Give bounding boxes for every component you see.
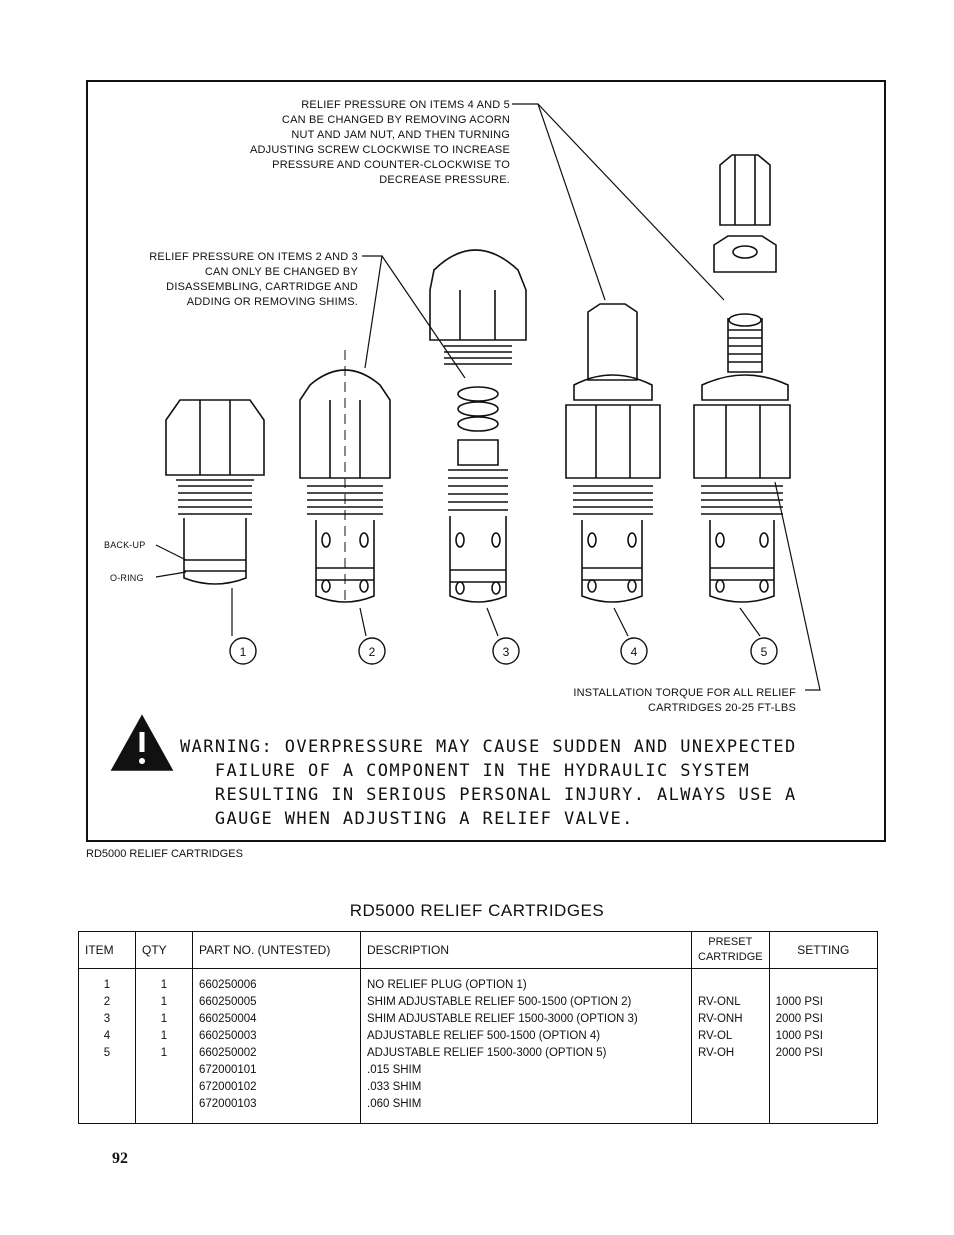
cell-item (78, 1062, 136, 1079)
cell-item (78, 1096, 136, 1124)
cell-setting (768, 968, 879, 994)
cell-setting: 1000 PSI (768, 994, 879, 1011)
cell-description: .060 SHIM (360, 1096, 692, 1124)
cell-description: ADJUSTABLE RELIEF 500-1500 (OPTION 4) (360, 1028, 692, 1045)
cell-qty (135, 1062, 193, 1079)
cell-qty: 1 (135, 994, 193, 1011)
cell-setting: 2000 PSI (768, 1045, 879, 1062)
cell-preset (691, 968, 770, 994)
cell-qty: 1 (135, 1011, 193, 1028)
cell-preset: RV-OH (691, 1045, 770, 1062)
cell-description: NO RELIEF PLUG (OPTION 1) (360, 968, 692, 994)
cell-part-no: 672000103 (192, 1096, 361, 1124)
cell-part-no: 660250002 (192, 1045, 361, 1062)
header-setting: SETTING (768, 931, 879, 969)
cell-item: 5 (78, 1045, 136, 1062)
cell-description: SHIM ADJUSTABLE RELIEF 1500-3000 (OPTION… (360, 1011, 692, 1028)
cell-part-no: 660250006 (192, 968, 361, 994)
item-number-3: 3 (503, 645, 510, 659)
cell-qty (135, 1079, 193, 1096)
cell-preset: RV-ONL (691, 994, 770, 1011)
note-items-4-5: RELIEF PRESSURE ON ITEMS 4 AND 5 CAN BE … (249, 99, 510, 186)
cell-description: ADJUSTABLE RELIEF 1500-3000 (OPTION 5) (360, 1045, 692, 1062)
header-item: ITEM (78, 931, 136, 969)
cell-item: 4 (78, 1028, 136, 1045)
note-items-2-3: RELIEF PRESSURE ON ITEMS 2 AND 3 CAN ONL… (149, 251, 358, 308)
cell-description: SHIM ADJUSTABLE RELIEF 500-1500 (OPTION … (360, 994, 692, 1011)
cell-part-no: 660250003 (192, 1028, 361, 1045)
table-row: 672000101.015 SHIM (78, 1062, 879, 1079)
cell-item: 2 (78, 994, 136, 1011)
figure-caption: RD5000 RELIEF CARTRIDGES (86, 848, 243, 860)
table-title: RD5000 RELIEF CARTRIDGES (349, 901, 605, 920)
cell-preset (691, 1079, 770, 1096)
warning-text: WARNING: OVERPRESSURE MAY CAUSE SUDDEN A… (180, 737, 797, 829)
cell-preset (691, 1096, 770, 1124)
table-row: 672000103.060 SHIM (78, 1096, 879, 1124)
item-number-1: 1 (240, 645, 247, 659)
label-backup: BACK-UP (104, 540, 146, 550)
warning-triangle-icon (110, 714, 174, 771)
cell-preset: RV-ONH (691, 1011, 770, 1028)
header-description: DESCRIPTION (360, 931, 692, 969)
table-row: 672000102.033 SHIM (78, 1079, 879, 1096)
cell-setting: 1000 PSI (768, 1028, 879, 1045)
item-number-5: 5 (761, 645, 768, 659)
torque-note: INSTALLATION TORQUE FOR ALL RELIEF CARTR… (573, 687, 796, 714)
cell-item: 3 (78, 1011, 136, 1028)
page-number: 92 (112, 1150, 128, 1167)
item-number-circles (229, 637, 778, 665)
parts-table: ITEM QTY PART NO. (UNTESTED) DESCRIPTION… (78, 931, 879, 1124)
diagram-frame (86, 80, 886, 842)
label-oring: O-RING (110, 573, 144, 583)
cell-setting (768, 1062, 879, 1079)
item-number-2: 2 (369, 645, 376, 659)
cell-qty (135, 1096, 193, 1124)
cartridge-2 (299, 350, 391, 603)
cartridge-4 (565, 303, 661, 603)
cell-description: .015 SHIM (360, 1062, 692, 1079)
item-number-4: 4 (631, 645, 638, 659)
cell-qty: 1 (135, 968, 193, 994)
cell-setting (768, 1096, 879, 1124)
cell-item (78, 1079, 136, 1096)
cell-setting: 2000 PSI (768, 1011, 879, 1028)
cell-preset: RV-OL (691, 1028, 770, 1045)
header-qty: QTY (135, 931, 193, 969)
cell-part-no: 660250004 (192, 1011, 361, 1028)
cartridge-5 (693, 154, 791, 603)
cartridge-1 (165, 399, 265, 585)
cell-qty: 1 (135, 1028, 193, 1045)
table-header-row: ITEM QTY PART NO. (UNTESTED) DESCRIPTION… (78, 931, 879, 969)
header-part-no: PART NO. (UNTESTED) (192, 931, 361, 969)
header-preset-cartridge: PRESET CARTRIDGE (691, 931, 770, 969)
cell-part-no: 672000102 (192, 1079, 361, 1096)
cell-preset (691, 1062, 770, 1079)
cell-setting (768, 1079, 879, 1096)
cartridge-3 (429, 249, 527, 603)
cell-qty: 1 (135, 1045, 193, 1062)
cell-item: 1 (78, 968, 136, 994)
cell-part-no: 660250005 (192, 994, 361, 1011)
cell-part-no: 672000101 (192, 1062, 361, 1079)
cell-description: .033 SHIM (360, 1079, 692, 1096)
